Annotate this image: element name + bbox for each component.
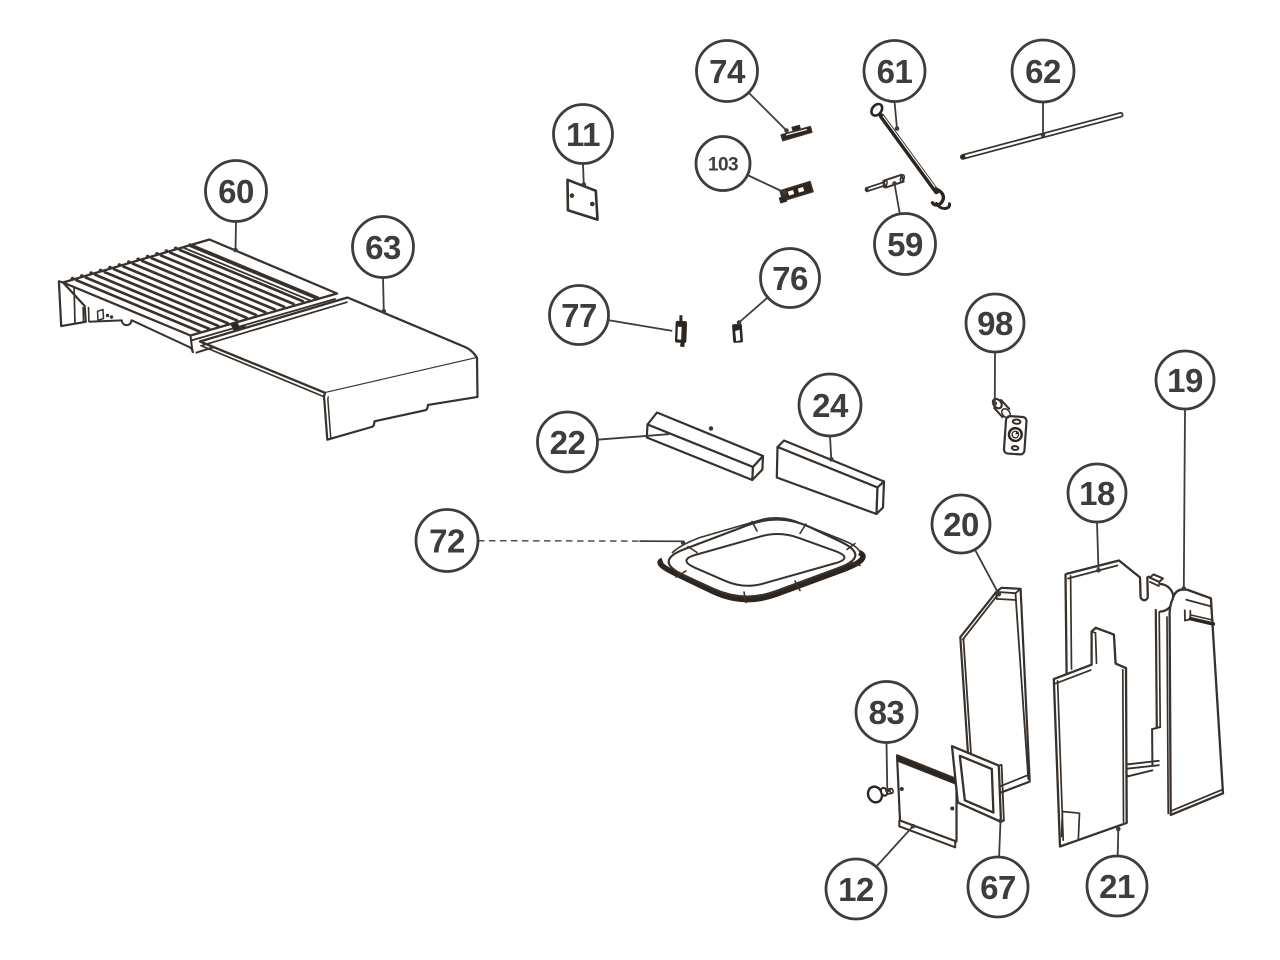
svg-text:103: 103 [708, 154, 738, 175]
svg-text:76: 76 [772, 260, 808, 297]
svg-text:20: 20 [943, 506, 979, 543]
svg-text:77: 77 [561, 297, 597, 334]
svg-text:22: 22 [550, 424, 586, 461]
svg-text:60: 60 [218, 173, 254, 210]
svg-text:83: 83 [869, 694, 905, 731]
svg-text:74: 74 [709, 53, 746, 90]
svg-text:18: 18 [1079, 475, 1115, 512]
svg-text:11: 11 [566, 116, 600, 153]
svg-text:98: 98 [977, 305, 1013, 342]
svg-text:63: 63 [365, 229, 401, 266]
svg-text:72: 72 [429, 522, 465, 559]
svg-text:21: 21 [1099, 868, 1135, 905]
svg-text:12: 12 [838, 871, 874, 908]
svg-text:62: 62 [1025, 53, 1061, 90]
svg-text:24: 24 [812, 387, 849, 424]
svg-text:19: 19 [1167, 362, 1203, 399]
svg-text:67: 67 [980, 869, 1016, 906]
svg-text:61: 61 [877, 53, 913, 90]
svg-text:59: 59 [887, 226, 923, 263]
